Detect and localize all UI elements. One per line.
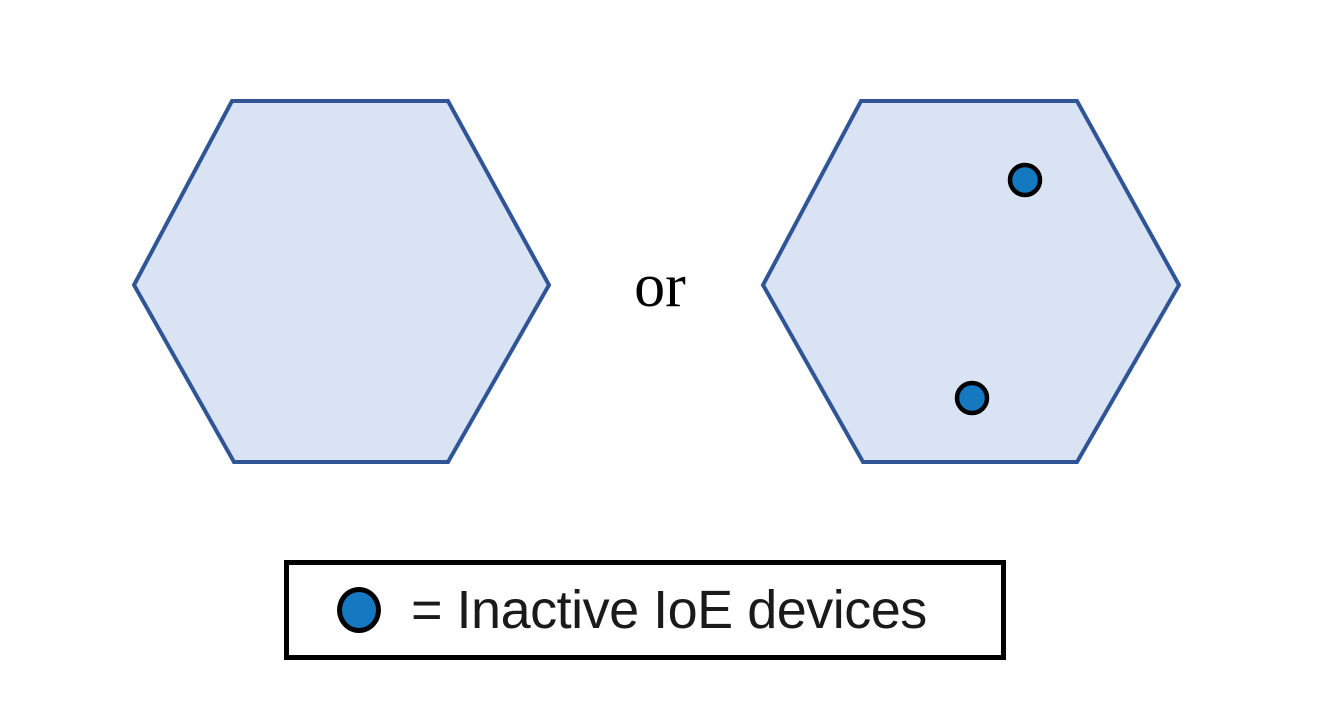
inactive-device-icon[interactable] — [1007, 162, 1043, 198]
legend-box: = Inactive IoE devices — [284, 560, 1006, 660]
hexagon-right[interactable] — [760, 99, 1182, 464]
hexagon-left-group[interactable] — [131, 99, 552, 464]
inactive-device-icon[interactable] — [954, 380, 990, 416]
hexagon-left[interactable] — [131, 99, 552, 464]
legend-item-label: = Inactive IoE devices — [411, 580, 927, 640]
or-connector-label: or — [634, 252, 686, 320]
legend-item: = Inactive IoE devices — [289, 565, 1001, 655]
hexagon-right-group[interactable] — [760, 99, 1182, 464]
inactive-device-legend-icon — [337, 587, 381, 633]
